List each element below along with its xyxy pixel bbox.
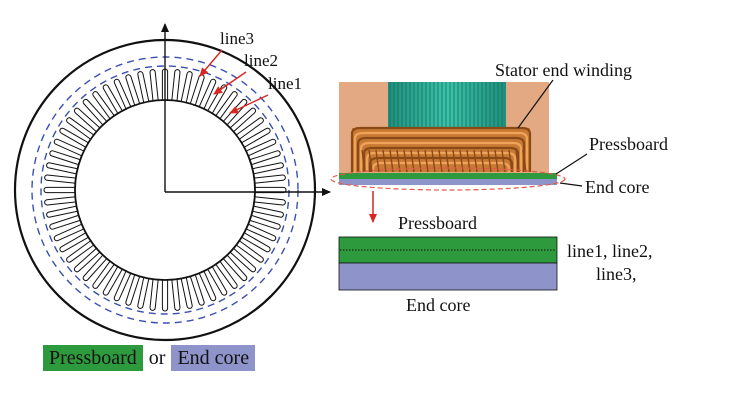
- coil-lead: [431, 149, 436, 173]
- enlarged-endcore-layer: [338, 262, 558, 291]
- pressboard-top-leader: [555, 153, 588, 175]
- stator-slot: [250, 205, 284, 218]
- stator-slot: [252, 174, 286, 184]
- stator-slot: [252, 196, 286, 206]
- coil-lead: [508, 149, 513, 173]
- coil-lead: [487, 149, 492, 173]
- stator-slot: [161, 277, 169, 312]
- coil-lead: [382, 149, 387, 173]
- coil-lead: [368, 149, 373, 173]
- stator-slots: [43, 68, 287, 312]
- coil-lead: [494, 149, 499, 173]
- stator-slot: [149, 277, 159, 311]
- stator-slot: [171, 277, 181, 311]
- end-winding-render: [330, 82, 566, 191]
- coil-lead: [375, 149, 380, 173]
- line3-label: line3: [220, 29, 254, 48]
- highlight-dashed-ellipse: [330, 167, 566, 191]
- coil-lead: [501, 149, 506, 173]
- line1-arrow: [229, 94, 269, 114]
- stator-slot: [44, 196, 78, 206]
- lines-text-2: line3,: [596, 264, 637, 284]
- coil-lead: [361, 149, 366, 173]
- copper-coils: [350, 126, 532, 173]
- coil-lead: [389, 149, 394, 173]
- coil-turn: [359, 141, 523, 172]
- end-core-top-leader: [559, 182, 583, 187]
- coil-turn: [362, 146, 520, 172]
- line1-label: line1: [268, 74, 302, 93]
- coil-turn: [365, 151, 517, 172]
- stator-slot: [250, 162, 284, 175]
- material-legend: Pressboard or End core: [43, 345, 256, 371]
- line3-arrow: [199, 49, 223, 77]
- coil-turn: [350, 126, 532, 172]
- stator-end-winding-leader: [517, 79, 554, 129]
- coil-turn: [353, 131, 529, 172]
- stator-slot: [43, 186, 78, 194]
- winding-endcore-strip: [339, 179, 557, 185]
- coil-lead: [480, 149, 485, 173]
- coil-lead: [424, 149, 429, 173]
- stator-end-winding-label: Stator end winding: [495, 60, 632, 80]
- stator-slot: [180, 71, 193, 105]
- line2-label: line2: [244, 51, 278, 70]
- pressboard-top-label: Pressboard: [589, 134, 668, 154]
- winding-pressboard-strip: [339, 173, 557, 179]
- end-core-top-label: End core: [585, 177, 649, 197]
- coil-turn: [356, 136, 526, 172]
- end-core-bottom-label: End core: [406, 295, 470, 315]
- line2-arrow: [213, 71, 247, 95]
- stator-slot: [171, 69, 181, 103]
- coil-lead: [438, 149, 443, 173]
- pressboard-mid-label: Pressboard: [398, 213, 477, 233]
- coil-lead: [515, 149, 520, 173]
- stator-slot: [149, 69, 159, 103]
- coil-lead: [522, 149, 527, 173]
- stator-slot: [46, 162, 80, 175]
- stator-slot: [180, 275, 193, 309]
- dashed-circle-inner: [40, 65, 290, 315]
- stator-slot: [137, 275, 150, 309]
- lines-text-1: line1, line2,: [567, 241, 652, 261]
- legend-end-core: End core: [171, 345, 256, 371]
- stator-slot: [44, 174, 78, 184]
- stator-slot: [46, 205, 80, 218]
- stator-slot: [137, 71, 150, 105]
- legend-pressboard: Pressboard: [43, 345, 143, 371]
- legend-or: or: [148, 346, 166, 369]
- coil-lead: [396, 149, 401, 173]
